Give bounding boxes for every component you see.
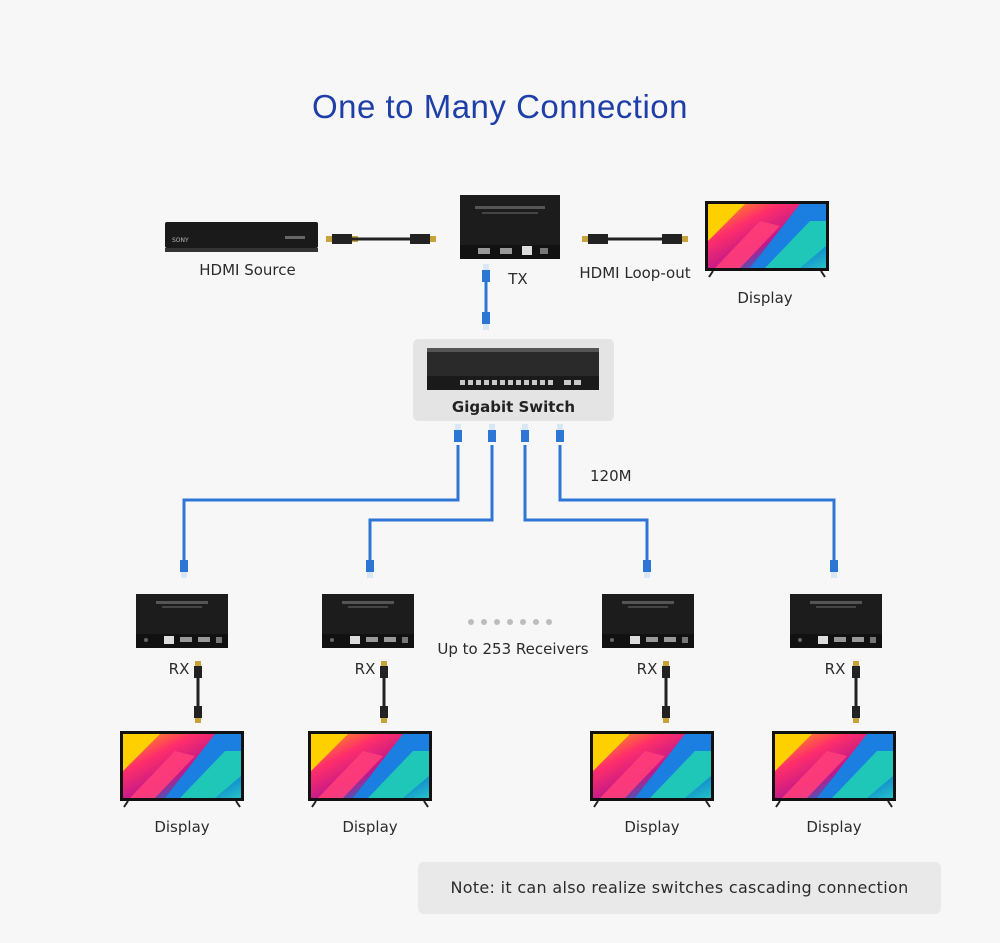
rx-device-3 xyxy=(602,594,694,648)
rx-display-label-2: Display xyxy=(342,818,398,836)
hdmi-cable-loopout xyxy=(582,234,688,244)
tx-device xyxy=(460,195,560,259)
loopout-label: HDMI Loop-out xyxy=(579,264,691,282)
diagram-title: One to Many Connection xyxy=(311,88,689,125)
rx-cables xyxy=(182,445,836,560)
rx-display-3 xyxy=(589,730,715,808)
source-label: HDMI Source xyxy=(199,261,296,279)
rx-label-4: RX xyxy=(824,660,846,678)
hdmi-source-device: SONY xyxy=(165,222,318,252)
rx-display-1 xyxy=(119,730,245,808)
more-receivers-dots xyxy=(468,619,552,625)
switch-label: Gigabit Switch xyxy=(451,398,576,416)
rx-device-2 xyxy=(322,594,414,648)
rx-display-label-1: Display xyxy=(154,818,210,836)
top-display xyxy=(704,200,830,278)
rx-device-4 xyxy=(790,594,882,648)
note-text: Note: it can also realize switches casca… xyxy=(450,878,909,897)
tx-label: TX xyxy=(508,270,528,288)
hdmi-cable-source xyxy=(326,234,436,244)
top-display-label: Display xyxy=(737,289,793,307)
rx-label-1: RX xyxy=(168,660,190,678)
rx-display-2 xyxy=(307,730,433,808)
rx-display-label-4: Display xyxy=(806,818,862,836)
rx-label-2: RX xyxy=(354,660,376,678)
source-brand: SONY xyxy=(172,237,189,244)
cable-length-label: 120M xyxy=(590,467,632,485)
rx-label-3: RX xyxy=(636,660,658,678)
rx-device-1 xyxy=(136,594,228,648)
tx-switch-cable xyxy=(482,264,490,330)
rx-display-label-3: Display xyxy=(624,818,680,836)
receivers-label: Up to 253 Receivers xyxy=(437,640,589,658)
rx-display-4 xyxy=(771,730,897,808)
note-panel xyxy=(418,862,941,914)
